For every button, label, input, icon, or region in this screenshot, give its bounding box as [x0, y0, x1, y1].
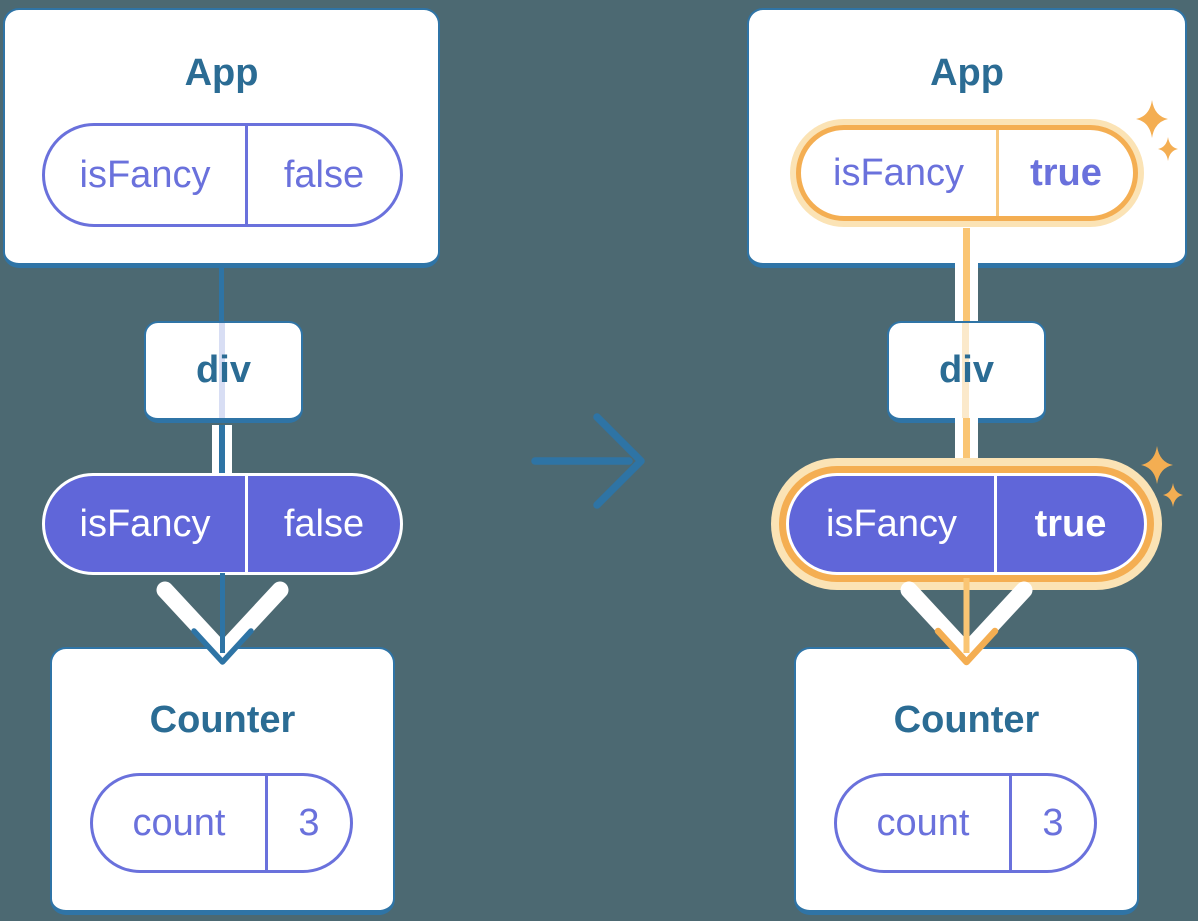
state-name: count	[132, 801, 226, 844]
counter-title: Counter	[149, 699, 296, 741]
down-arrow-icon	[156, 573, 289, 665]
passed-prop-name: isFancy	[79, 502, 211, 545]
app-title: App	[930, 52, 1004, 94]
pill-divider	[996, 130, 999, 216]
counter-title: Counter	[893, 699, 1040, 741]
state-value: 3	[1042, 801, 1064, 844]
passed-prop-value: true	[1034, 502, 1107, 545]
prop-rail	[212, 425, 232, 473]
sparkles-icon	[1136, 100, 1178, 161]
app-card: App isFancy true	[747, 8, 1187, 268]
counter-card: Counter count 3	[794, 647, 1139, 915]
pill-divider	[994, 476, 997, 572]
sparkles-icon	[1141, 446, 1183, 507]
pill-divider	[265, 776, 268, 870]
state-pill: count 3	[90, 773, 353, 873]
div-label: div	[939, 349, 994, 391]
prop-value: true	[1030, 151, 1102, 194]
transition-arrow-icon	[531, 413, 645, 509]
state-pill: count 3	[834, 773, 1097, 873]
counter-card: Counter count 3	[50, 647, 395, 915]
app-prop-pill: isFancy false	[42, 123, 403, 227]
passed-prop-pill-highlighted: isFancy true	[786, 473, 1147, 575]
prop-rail-highlighted	[955, 228, 978, 321]
prop-rail-highlighted	[955, 418, 978, 473]
pill-divider	[245, 126, 248, 224]
prop-through-line	[219, 323, 225, 418]
div-card: div	[887, 321, 1046, 423]
prop-name: isFancy	[79, 153, 211, 196]
app-title: App	[184, 52, 259, 94]
div-card: div	[144, 321, 303, 423]
app-card: App isFancy false	[3, 8, 440, 268]
connector-line-blue	[219, 263, 224, 323]
state-value: 3	[298, 801, 320, 844]
div-label: div	[196, 349, 251, 391]
prop-through-line	[962, 323, 969, 418]
prop-value: false	[283, 153, 365, 196]
app-prop-pill-highlighted: isFancy true	[796, 125, 1138, 221]
passed-prop-pill: isFancy false	[42, 473, 403, 575]
down-arrow-icon	[900, 578, 1033, 666]
pill-divider	[1009, 776, 1012, 870]
pill-divider	[245, 476, 248, 572]
passed-prop-name: isFancy	[826, 502, 957, 545]
prop-name: isFancy	[833, 151, 964, 194]
state-name: count	[876, 801, 970, 844]
passed-prop-value: false	[283, 502, 365, 545]
